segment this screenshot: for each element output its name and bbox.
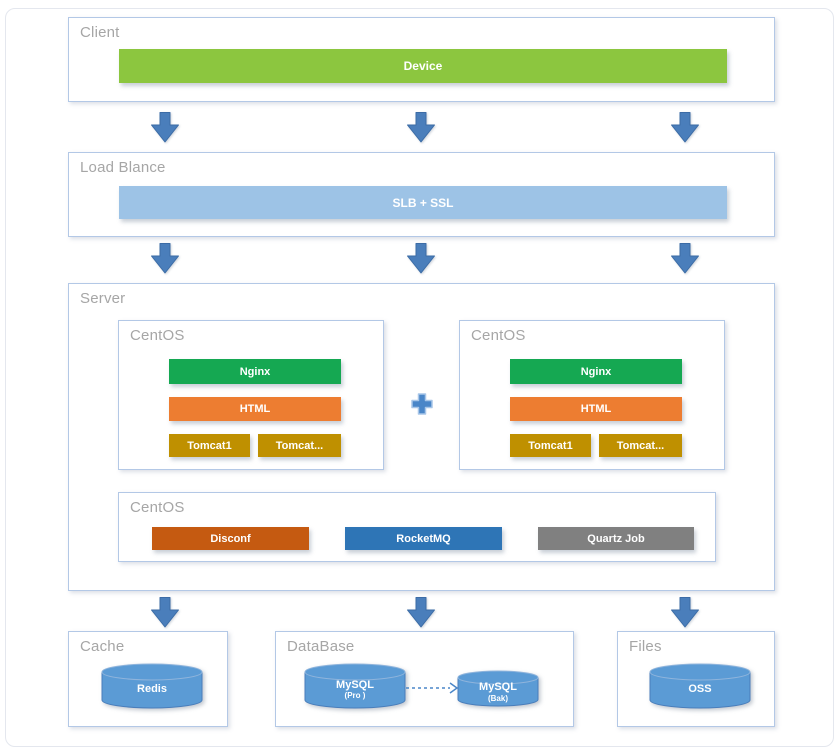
html-node: HTML: [169, 397, 341, 421]
tomcat-more-node-label: Tomcat...: [616, 439, 665, 452]
redis-cylinder-label: Redis: [137, 683, 167, 696]
mysql-primary-name: MySQL: [336, 678, 374, 691]
rocketmq-node: RocketMQ: [345, 527, 502, 550]
files-group-label: Files: [629, 638, 662, 655]
down-arrow-icon: [151, 597, 179, 628]
nginx-node: Nginx: [169, 359, 341, 384]
down-arrow-icon: [671, 597, 699, 628]
plus-icon: [411, 393, 433, 415]
html-node: HTML: [510, 397, 682, 421]
database-group: DataBase MySQL (Pro ) MySQL (Bak): [275, 631, 574, 727]
mysql-backup-role: (Bak): [487, 693, 508, 703]
html-node-label: HTML: [239, 403, 271, 415]
device-node-label: Device: [403, 59, 443, 73]
client-group-label: Client: [80, 24, 120, 41]
down-arrow-icon: [151, 243, 179, 274]
down-arrow-icon: [671, 112, 699, 143]
slb-ssl-node-label: SLB + SSL: [392, 195, 454, 210]
tomcat-more-node: Tomcat...: [599, 434, 682, 457]
down-arrow-icon: [407, 597, 435, 628]
tomcat-more-node-label: Tomcat...: [275, 439, 324, 452]
mysql-backup-name: MySQL: [479, 681, 517, 694]
diagram-outer-border: [5, 8, 834, 747]
cache-group: Cache Redis: [68, 631, 228, 727]
replication-dashed-arrow: [406, 680, 460, 696]
mysql-primary-label: MySQL (Pro ): [304, 663, 406, 709]
nginx-node: Nginx: [510, 359, 682, 384]
tomcat1-node: Tomcat1: [169, 434, 250, 457]
mysql-primary-cylinder: MySQL (Pro ): [304, 663, 406, 709]
html-node-label: HTML: [580, 403, 612, 415]
tomcat1-node-label: Tomcat1: [187, 439, 232, 452]
mysql-backup-label: MySQL (Bak): [457, 670, 539, 707]
oss-cylinder-label: OSS: [688, 683, 712, 696]
nginx-node-label: Nginx: [239, 365, 271, 378]
files-group: Files OSS: [617, 631, 775, 727]
load-balance-group: Load Blance SLB + SSL: [68, 152, 775, 237]
disconf-node-label: Disconf: [210, 532, 251, 545]
server-group: Server CentOS Nginx HTML Tomcat1 Tomcat.…: [68, 283, 775, 591]
disconf-node: Disconf: [152, 527, 309, 550]
down-arrow-icon: [407, 243, 435, 274]
mysql-backup-cylinder: MySQL (Bak): [457, 670, 539, 707]
rocketmq-node-label: RocketMQ: [396, 532, 451, 545]
cache-group-label: Cache: [80, 638, 125, 655]
load-balance-group-label: Load Blance: [80, 159, 166, 176]
tomcat1-node-label: Tomcat1: [528, 439, 573, 452]
centos-web-node-1: CentOS Nginx HTML Tomcat1 Tomcat...: [118, 320, 384, 470]
device-node: Device: [119, 49, 727, 83]
client-group: Client Device: [68, 17, 775, 102]
tomcat1-node: Tomcat1: [510, 434, 591, 457]
server-group-label: Server: [80, 290, 126, 307]
down-arrow-icon: [671, 243, 699, 274]
centos-service-node-label: CentOS: [130, 499, 185, 516]
centos-web-node-2-label: CentOS: [471, 327, 526, 344]
mysql-primary-role: (Pro ): [344, 691, 366, 701]
slb-ssl-node: SLB + SSL: [119, 186, 727, 219]
down-arrow-icon: [151, 112, 179, 143]
quartz-job-node: Quartz Job: [538, 527, 694, 550]
tomcat-more-node: Tomcat...: [258, 434, 341, 457]
down-arrow-icon: [407, 112, 435, 143]
nginx-node-label: Nginx: [580, 365, 612, 378]
database-group-label: DataBase: [287, 638, 355, 655]
centos-service-node: CentOS Disconf RocketMQ Quartz Job: [118, 492, 716, 562]
centos-web-node-1-label: CentOS: [130, 327, 185, 344]
centos-web-node-2: CentOS Nginx HTML Tomcat1 Tomcat...: [459, 320, 725, 470]
redis-cylinder: Redis: [101, 663, 203, 709]
oss-cylinder: OSS: [649, 663, 751, 709]
quartz-job-node-label: Quartz Job: [587, 532, 645, 545]
